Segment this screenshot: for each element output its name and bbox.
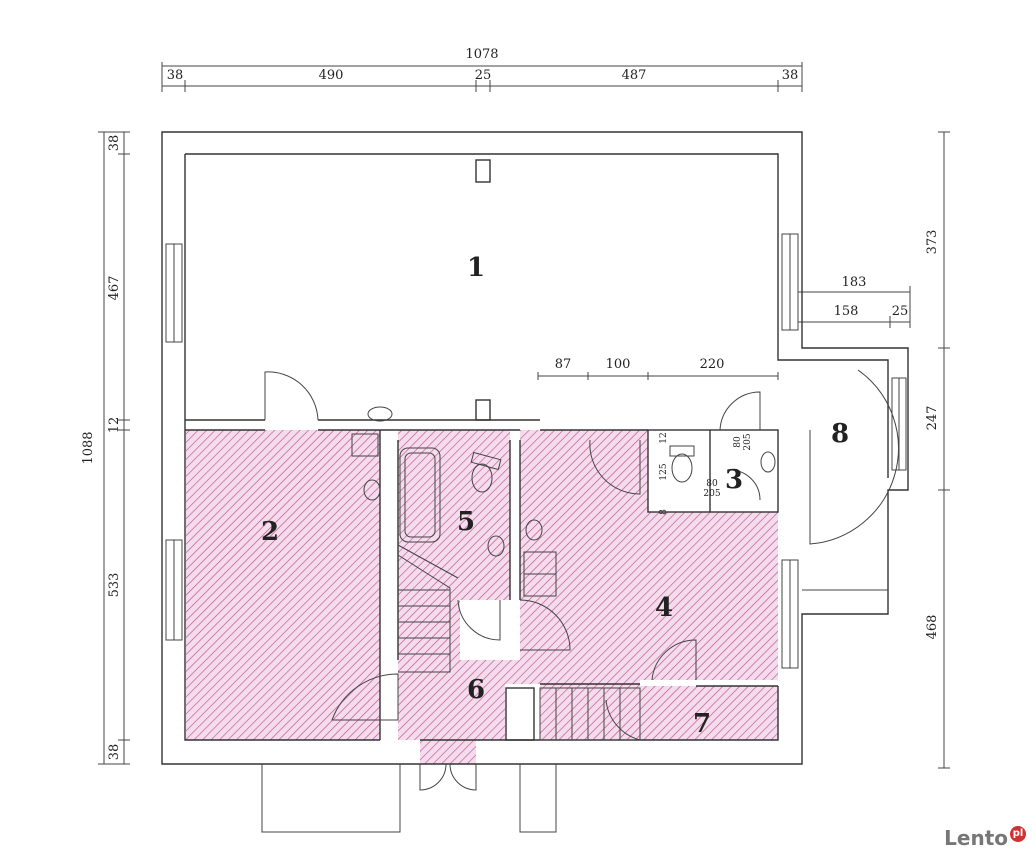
room-labels: 1 2 3 4 5 6 7 8: [261, 253, 849, 739]
dim-wc-door-b-h: 205: [703, 489, 720, 499]
dim-left-seg-3: 533: [107, 573, 122, 598]
wc-dimensions: 125 12 8 80 205 80 205: [659, 432, 753, 515]
sink-1: [367, 406, 393, 422]
inner-dimensions: 87 100 220: [537, 357, 779, 380]
room-4-area: [520, 430, 778, 740]
dim-left-seg-4: 38: [107, 744, 122, 761]
bathtub: [399, 447, 441, 543]
dim-top-total: 1078: [465, 47, 498, 62]
room-label-4: 4: [655, 593, 673, 623]
dim-right-seg-2: 468: [925, 615, 940, 640]
dim-wc-125: 125: [659, 463, 669, 480]
room-2-area: [186, 430, 380, 740]
room-7-area: [640, 686, 778, 740]
sink-4: [525, 519, 543, 541]
dim-entrance-25: 25: [892, 304, 909, 319]
left-dimension-lines: 1088 38 467 12 533 38: [81, 131, 130, 765]
dim-top-seg-2: 25: [475, 68, 492, 83]
watermark-text: Lento: [944, 826, 1008, 850]
dim-wc-door-b-w: 80: [706, 479, 718, 489]
hatched-areas: [186, 430, 778, 764]
entrance-dimensions: 183 158 25: [797, 275, 911, 328]
room-5-area: [398, 430, 510, 660]
room-label-3: 3: [725, 465, 743, 495]
sink-2: [363, 479, 381, 501]
dim-left-seg-1: 467: [107, 276, 122, 301]
dim-inner-87: 87: [555, 357, 572, 372]
room-label-6: 6: [467, 675, 485, 705]
appliance-box: [351, 433, 379, 457]
dim-top-seg-1: 490: [319, 68, 344, 83]
dim-top-seg-0: 38: [167, 68, 184, 83]
toilet-5: [471, 463, 493, 493]
dim-right-seg-0: 373: [925, 230, 940, 255]
dim-inner-100: 100: [606, 357, 631, 372]
dim-top-seg-3: 487: [622, 68, 647, 83]
dim-top-seg-4: 38: [782, 68, 799, 83]
dim-left-total: 1088: [81, 431, 96, 464]
toilet-wc: [671, 453, 693, 483]
room-label-7: 7: [693, 709, 711, 739]
doors: [264, 369, 899, 791]
entrance-hatch: [420, 740, 476, 764]
top-dimension-lines: 1078 38 490 25 487 38: [161, 47, 803, 92]
windows: [165, 233, 907, 669]
right-dimension-lines: 373 247 468: [925, 131, 950, 769]
dim-wc-12: 12: [659, 432, 669, 443]
dim-left-seg-0: 38: [107, 135, 122, 152]
room-label-5: 5: [457, 507, 475, 537]
sink-wc: [760, 451, 776, 473]
walls: [161, 131, 909, 833]
staircase-left: [397, 544, 459, 673]
room-6-area: [398, 660, 520, 740]
dim-wc-door-a-w: 80: [733, 436, 743, 448]
dim-inner-220: 220: [700, 357, 725, 372]
sink-5b: [487, 535, 505, 557]
dim-wc-8: 8: [659, 509, 669, 515]
staircase-right: [539, 687, 641, 741]
room-label-2: 2: [261, 517, 279, 547]
dim-right-seg-1: 247: [925, 406, 940, 431]
dim-entrance-183: 183: [842, 275, 867, 290]
dim-wc-door-a-h: 205: [743, 433, 753, 450]
dim-left-seg-2: 12: [107, 417, 122, 434]
fixtures: [351, 406, 776, 597]
room-label-8: 8: [831, 419, 849, 449]
room-label-1: 1: [467, 253, 485, 283]
watermark-badge: pl: [1010, 826, 1026, 842]
dim-entrance-158: 158: [834, 304, 859, 319]
